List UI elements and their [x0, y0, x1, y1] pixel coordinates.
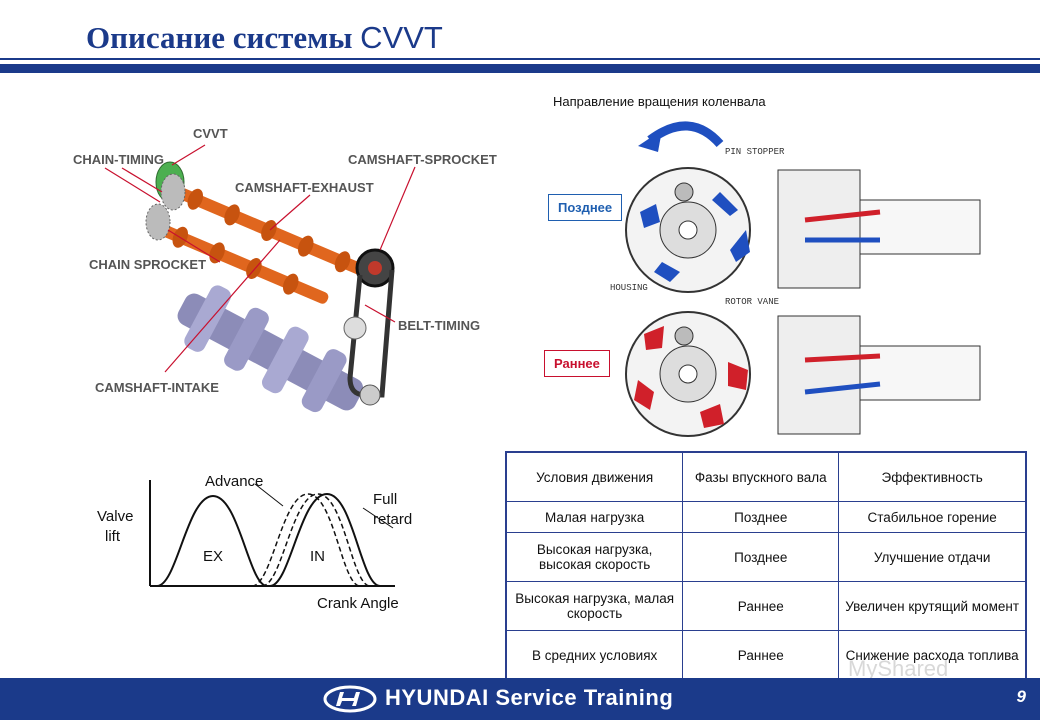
- table-cell: Высокая нагрузка, малая скорость: [505, 581, 684, 631]
- label-chain-timing: CHAIN-TIMING: [73, 152, 164, 167]
- table-cell: Высокая нагрузка, высокая скорость: [505, 532, 684, 582]
- page-number: 9: [1016, 687, 1026, 706]
- table-row: Малая нагрузка Позднее Стабильное горени…: [505, 501, 1027, 533]
- in-label: IN: [310, 548, 325, 565]
- ylabel-line2: lift: [105, 528, 121, 545]
- footer-bar: HYUNDAI Service Training 9: [0, 678, 1040, 720]
- curve-ex: [156, 494, 268, 587]
- label-camshaft-exhaust: CAMSHAFT-EXHAUST: [235, 180, 374, 195]
- section-early: [777, 315, 981, 435]
- xlabel: Crank Angle: [317, 595, 399, 612]
- table-cell: Увеличен крутящий момент: [838, 581, 1027, 631]
- table-row: Высокая нагрузка, высокая скорость Поздн…: [505, 532, 1027, 582]
- conditions-table: Условия движения Фазы впускного вала Эфф…: [505, 451, 1027, 681]
- crankshaft: [177, 285, 364, 413]
- phaser-diagram: PIN STOPPER HOUSING ROTOR VANE: [610, 121, 981, 437]
- housing-label: HOUSING: [610, 283, 648, 293]
- label-cvvt: CVVT: [193, 126, 228, 141]
- table-cell: Позднее: [682, 501, 840, 533]
- belt-pulley: [343, 316, 367, 340]
- label-belt-timing: BELT-TIMING: [398, 318, 481, 333]
- full-label: Full: [373, 491, 397, 508]
- retard-label: retard: [373, 511, 412, 528]
- ex-label: EX: [203, 548, 223, 565]
- ylabel-line1: Valve: [97, 508, 133, 525]
- chain-sprocket-lower: [145, 203, 171, 241]
- label-chain-sprocket: CHAIN SPROCKET: [89, 257, 207, 272]
- table-cell: Раннее: [682, 630, 840, 681]
- footer-brand: HYUNDAI Service Training: [385, 685, 674, 710]
- table-cell: В средних условиях: [505, 630, 684, 681]
- exhaust-camshaft: [166, 183, 367, 276]
- table-cell: Раннее: [682, 581, 840, 631]
- table-cell: Стабильное горение: [838, 501, 1027, 533]
- table-header: Условия движения: [505, 451, 684, 502]
- table-cell: Позднее: [682, 532, 840, 582]
- curve-in-advance: [251, 493, 361, 587]
- title-suffix: CVVT: [360, 20, 443, 55]
- table-header: Эффективность: [838, 451, 1027, 502]
- label-camshaft-intake: CAMSHAFT-INTAKE: [95, 380, 219, 395]
- rotor-vane-label: ROTOR VANE: [725, 297, 779, 307]
- table-header-row: Условия движения Фазы впускного вала Эфф…: [505, 451, 1027, 502]
- pin-stopper-label: PIN STOPPER: [725, 147, 785, 157]
- crank-pulley: [359, 384, 381, 406]
- curve-in-mid: [261, 493, 371, 587]
- engine-illustration: [104, 144, 416, 413]
- table-row: Высокая нагрузка, малая скорость Раннее …: [505, 581, 1027, 631]
- hyundai-logo-icon: [323, 685, 377, 713]
- header-rule-thin: [0, 58, 1040, 60]
- slide-title: Описание системы CVVT: [86, 20, 443, 56]
- rotation-direction-label: Направление вращения коленвала: [553, 94, 766, 109]
- watermark: MyShared: [848, 656, 949, 681]
- early-state-box: Раннее: [544, 350, 610, 377]
- header-rule-thick: [0, 64, 1040, 73]
- table-row: В средних условиях Раннее Снижение расхо…: [505, 630, 1027, 681]
- advance-label: Advance: [205, 473, 263, 490]
- phaser-late: [625, 167, 751, 293]
- section-late: [777, 169, 981, 289]
- title-prefix: Описание системы: [86, 20, 353, 55]
- label-camshaft-sprocket: CAMSHAFT-SPROCKET: [348, 152, 497, 167]
- curve-in-retard: [269, 492, 381, 587]
- phaser-early: [625, 311, 751, 437]
- table-cell: Малая нагрузка: [505, 501, 684, 533]
- chain-sprocket-upper: [160, 173, 186, 211]
- valve-lift-chart: Valve lift Crank Angle Advance Full reta…: [97, 473, 412, 612]
- table-header: Фазы впускного вала: [682, 451, 840, 502]
- table-cell: Улучшение отдачи: [838, 532, 1027, 582]
- late-state-box: Позднее: [548, 194, 623, 221]
